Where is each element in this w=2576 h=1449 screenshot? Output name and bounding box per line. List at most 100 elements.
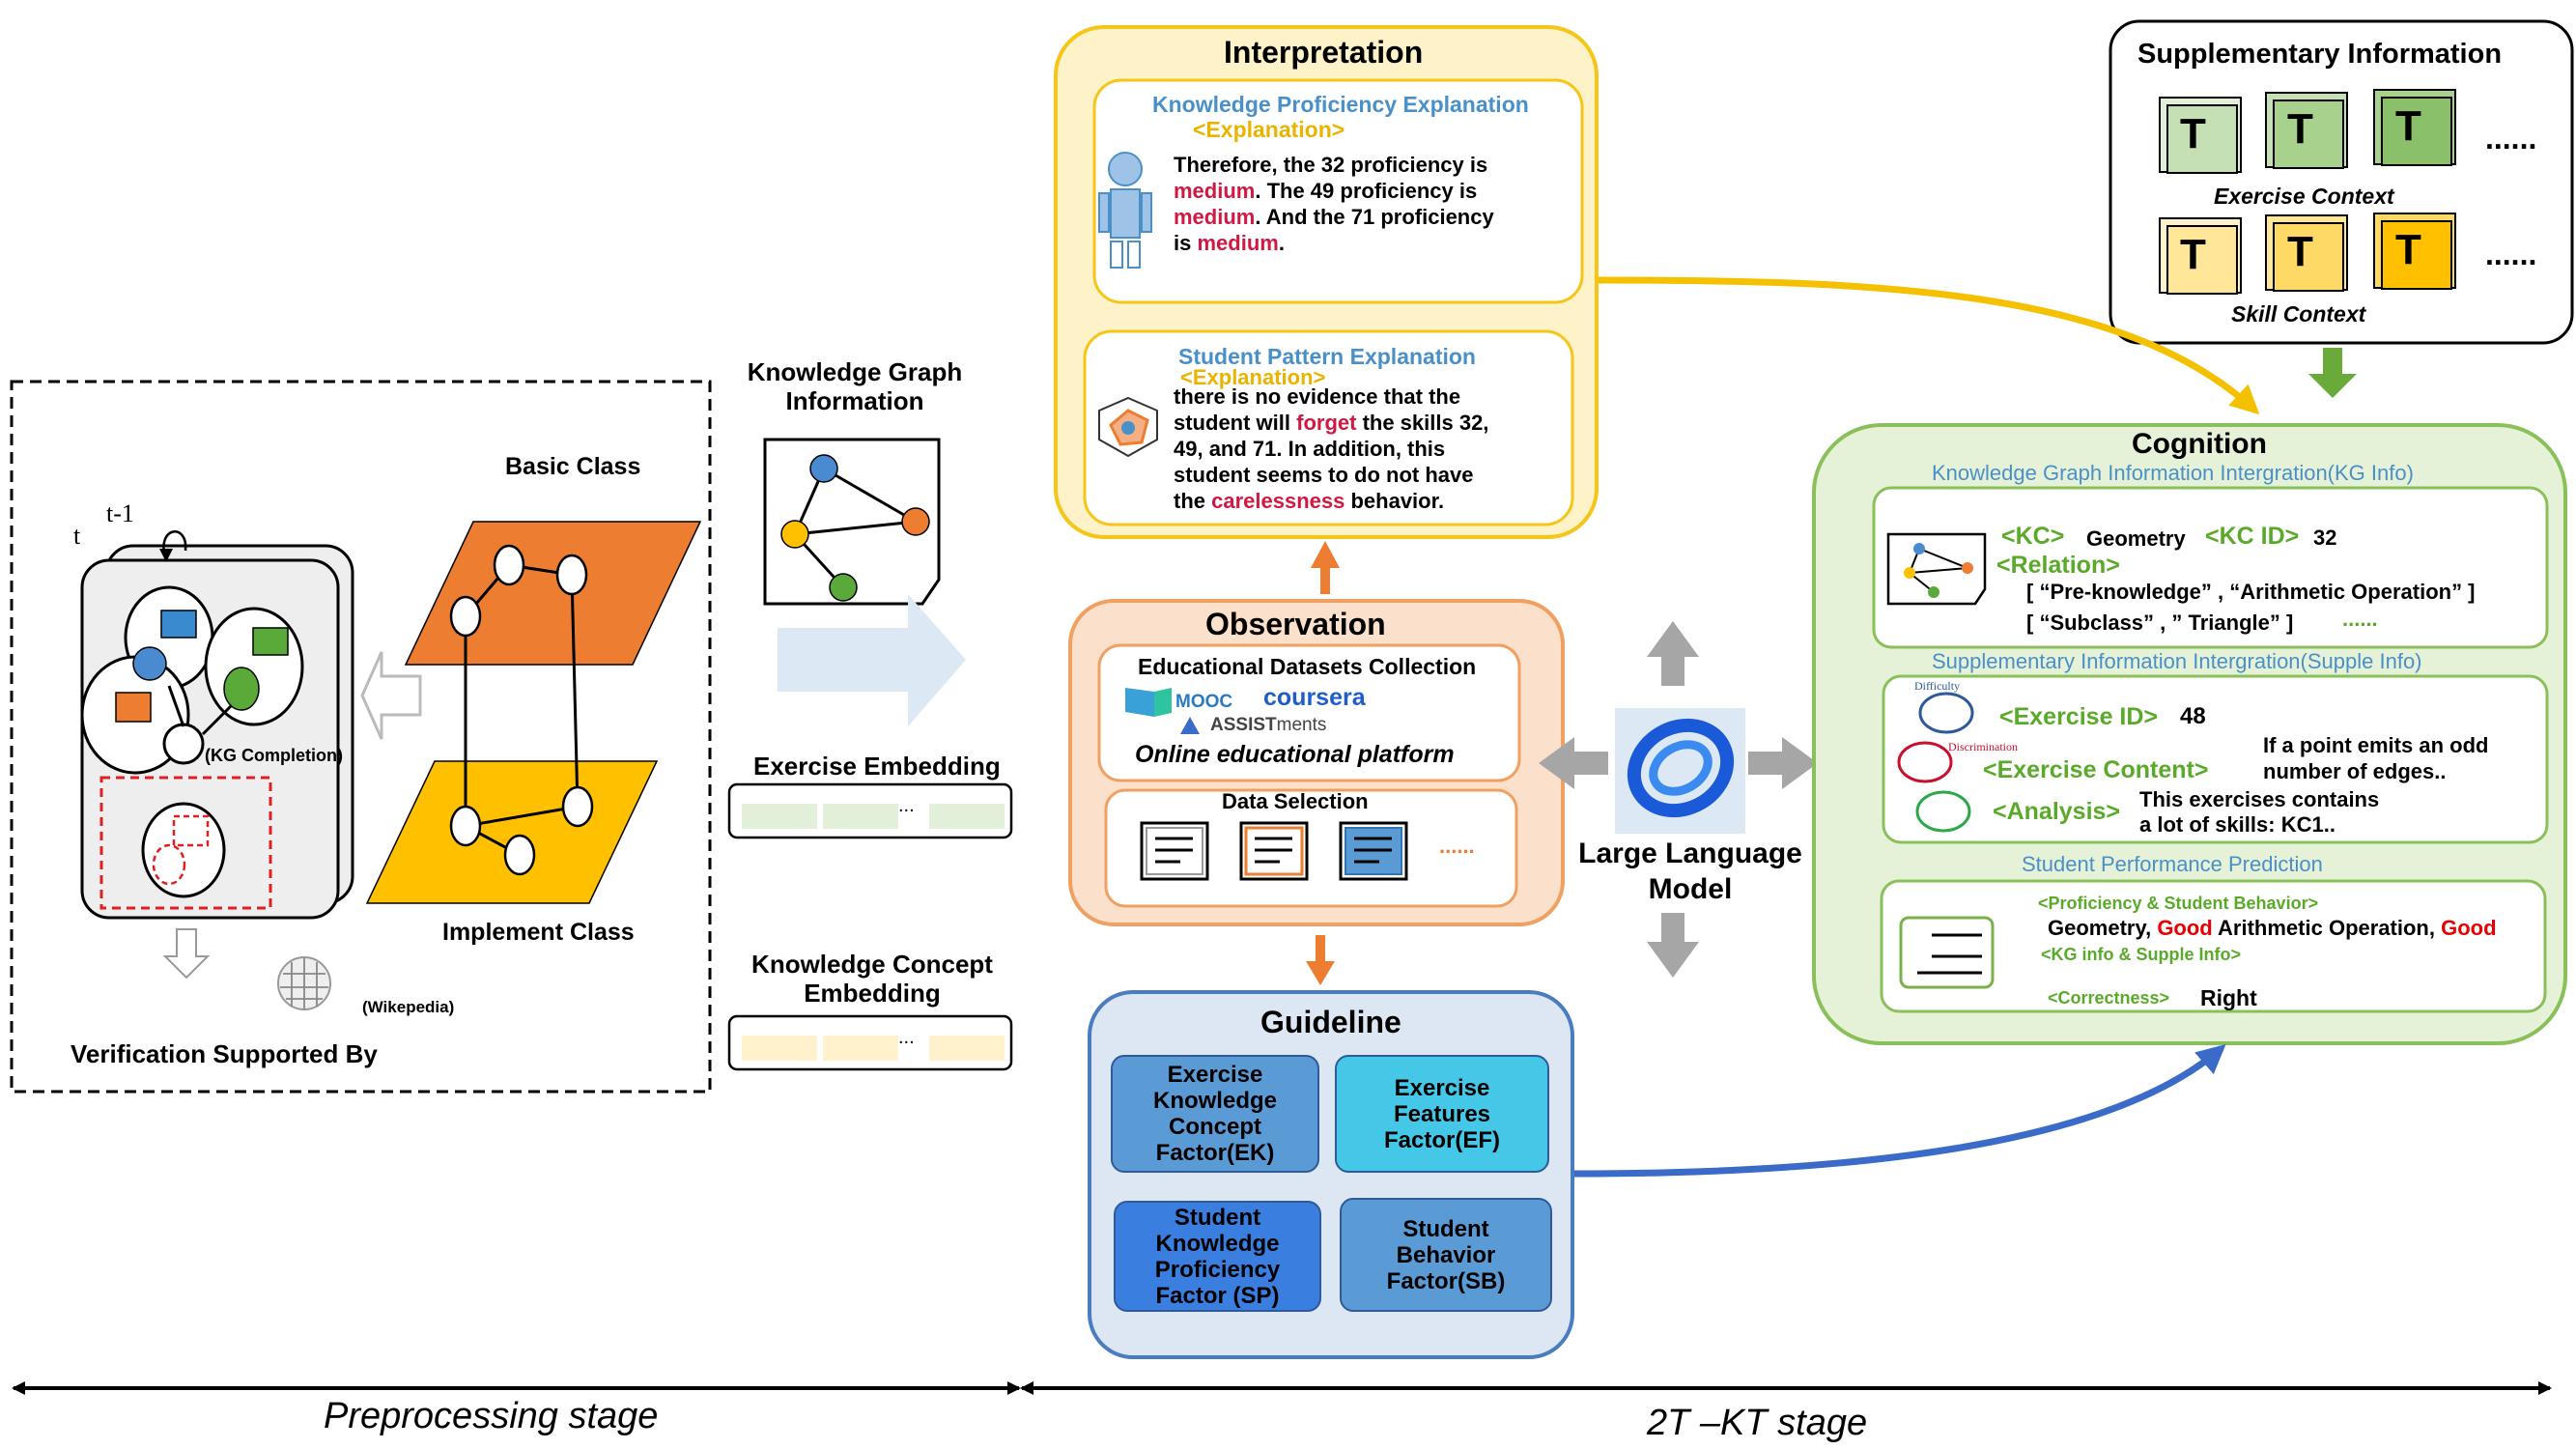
preprocessing-stage-label: Preprocessing stage (324, 1396, 659, 1436)
medium-highlight: medium (1174, 205, 1256, 229)
skill-context-dots: ...... (2485, 237, 2537, 271)
exercise-context-cards: T T T (2159, 77, 2468, 193)
kg-info-page-icon (763, 438, 941, 606)
datasets-card (1097, 643, 1521, 782)
kc-tag: <KC> (2001, 523, 2065, 550)
mooc-icon (1125, 688, 1154, 717)
data-selection-dots: ...... (1439, 834, 1475, 858)
medium-highlight: medium (1174, 179, 1256, 203)
good-highlight: Good (2157, 916, 2213, 940)
relation-2: [ “Subclass” , ” Triangle” ] (2026, 611, 2294, 635)
implement-class-label: Implement Class (442, 919, 635, 946)
correctness-tag: <Correctness> (2048, 988, 2170, 1008)
preprocessing-frame (10, 380, 712, 1094)
supplementary-title: Supplementary Information (2137, 39, 2503, 70)
kt-stage-label: 2T –KT stage (1647, 1403, 1868, 1443)
llm-down-arrow (1647, 913, 1699, 978)
discrimination-label: Discrimination (1948, 740, 2018, 753)
kc-embedding-ellipsis: ... (898, 1027, 915, 1048)
analysis-icon (1915, 790, 1971, 833)
kp-explanation-title: Knowledge Proficiency Explanation (1152, 92, 1529, 117)
t-letter: T (2287, 228, 2313, 275)
observation-title: Observation (1205, 607, 1386, 641)
kp-explanation-text: Therefore, the 32 proficiency is medium.… (1174, 153, 1494, 255)
t-letter: T (2287, 105, 2313, 153)
basic-class-label: Basic Class (505, 453, 641, 480)
data-selection-label: Data Selection (1222, 789, 1369, 813)
kg-completion-region (99, 776, 272, 910)
prediction-card (1880, 879, 2547, 1013)
medium-highlight: medium (1197, 231, 1279, 255)
llm-up-arrow (1647, 621, 1699, 686)
llm-logo-icon (1627, 718, 1735, 818)
guideline-to-cognition-arrow (1573, 1044, 2226, 1178)
sp-explanation-title: Student Pattern Explanation (1178, 344, 1476, 369)
interpretation-to-cognition-arrow (1598, 276, 2260, 415)
factor-sp: Student Knowledge Proficiency Factor (SP… (1114, 1201, 1321, 1312)
t-letter: T (2395, 226, 2421, 273)
check-doc-icon (1899, 916, 1995, 989)
relation-dots: ...... (2342, 607, 2378, 631)
kc-id-value: 32 (2313, 526, 2337, 550)
t-minus-label: t-1 (106, 499, 134, 527)
sp-explanation-card (1083, 329, 1574, 526)
kc-embedding-label: Knowledge Concept Embedding (751, 950, 993, 1008)
verification-arrow (162, 928, 211, 980)
wikipedia-label: (Wikepedia) (362, 998, 455, 1016)
assistments-icon (1180, 717, 1200, 734)
kp-explanation-tag: <Explanation> (1193, 117, 1345, 142)
supple-info-header: Supplementary Information Intergration(S… (1932, 649, 2422, 673)
llm-left-arrow (1539, 737, 1608, 789)
kg-completion-label: (KG Completion) (205, 746, 343, 765)
llm-label: Large Language Model (1578, 838, 1802, 905)
exercise-id-tag: <Exercise ID> (1999, 703, 2159, 730)
guideline-title: Guideline (1260, 1005, 1401, 1039)
kg-info-card (1872, 486, 2549, 649)
t-letter: T (2180, 110, 2206, 157)
interpretation-title: Interpretation (1224, 35, 1424, 70)
doc-icon-1 (1140, 821, 1209, 881)
supple-info-card (1882, 674, 2549, 844)
exercise-embedding-ellipsis: ... (898, 795, 915, 816)
prediction-result: Geometry, Good Arithmetic Operation, Goo… (2048, 916, 2497, 940)
kg-info-header: Knowledge Graph Information Intergration… (1932, 461, 2414, 485)
discrimination-icon (1897, 741, 1953, 783)
sp-explanation-text: there is no evidence that the student wi… (1174, 384, 1489, 513)
kg-ellipse-right (204, 607, 304, 726)
relation-tag: <Relation> (1996, 552, 2120, 579)
factor-ek: Exercise Knowledge Concept Factor(EK) (1111, 1055, 1319, 1173)
cognition-title: Cognition (2132, 428, 2267, 460)
t-letter: T (2395, 102, 2421, 150)
exercise-context-dots: ...... (2485, 121, 2537, 156)
difficulty-label: Difficulty (1914, 679, 1961, 693)
exercise-content-tag: <Exercise Content> (1983, 756, 2209, 783)
prediction-header: Student Performance Prediction (2022, 852, 2323, 876)
exercise-id-value: 48 (2180, 703, 2206, 729)
difficulty-icon (1918, 692, 1974, 734)
exercise-context-label: Exercise Context (2214, 184, 2394, 209)
sp-explanation-tag: <Explanation> (1180, 365, 1326, 389)
basic-class-layer (404, 521, 702, 666)
supplementary-to-cognition-arrow (2308, 348, 2357, 398)
llm-right-arrow (1748, 737, 1818, 789)
class-to-kg-arrow (360, 651, 422, 740)
skill-context-cards: T T T (2159, 203, 2468, 319)
doc-icon-3 (1339, 821, 1408, 881)
carelessness-highlight: carelessness (1211, 489, 1345, 513)
factor-ef: Exercise Features Factor(EF) (1335, 1055, 1549, 1173)
cognition-kg-icon (1886, 532, 1987, 606)
kg-information-label: Knowledge Graph Information (747, 357, 963, 415)
kp-explanation-card (1092, 78, 1584, 304)
relation-1: [ “Pre-knowledge” , “Arithmetic Operatio… (2026, 580, 2476, 604)
kg-supple-tag: <KG info & Supple Info> (2041, 945, 2241, 964)
coursera-label: coursera (1263, 684, 1366, 711)
assistments-label: ASSISTments (1210, 715, 1327, 735)
analysis-value: This exercises contains a lot of skills:… (2139, 787, 2380, 837)
kc-value: Geometry (2086, 526, 2186, 551)
doc-icon-2 (1239, 821, 1309, 881)
exercise-content-value: If a point emits an odd number of edges.… (2263, 733, 2489, 783)
analysis-tag: <Analysis> (1993, 798, 2121, 825)
correctness-value: Right (2200, 985, 2257, 1010)
platform-label: Online educational platform (1135, 741, 1455, 768)
pattern-pentagon-icon (1098, 396, 1158, 458)
